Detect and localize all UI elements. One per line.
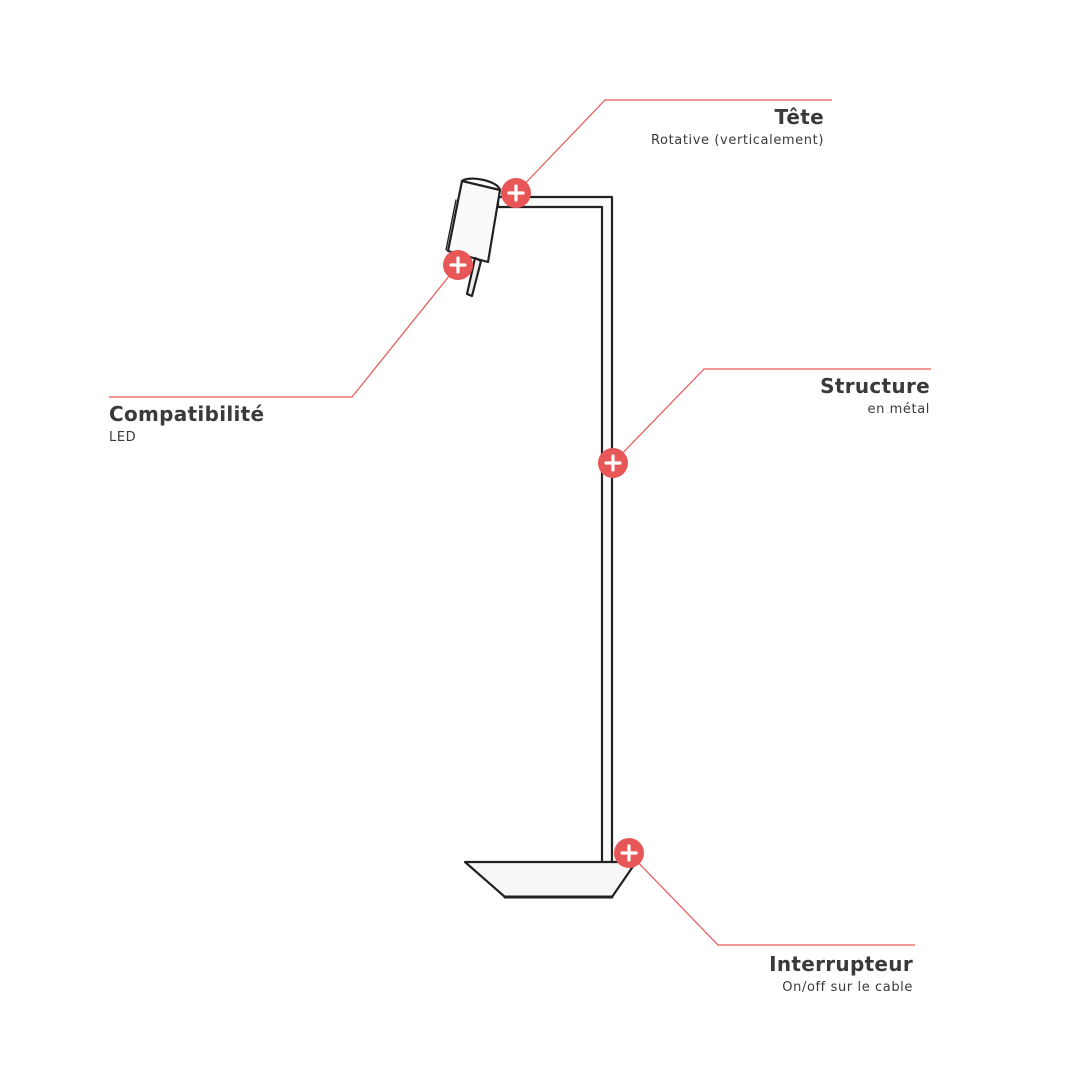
label-interrupteur: Interrupteur On/off sur le cable: [769, 952, 913, 995]
lamp-head-edge: [445, 199, 457, 251]
lamp-head: [446, 179, 502, 264]
hotspot-interrupteur[interactable]: [614, 838, 644, 868]
hotspot-structure[interactable]: [598, 448, 628, 478]
callout-line-interrupteur: [628, 852, 915, 946]
floor-lamp-illustration: [445, 177, 638, 899]
callout-line-structure: [612, 368, 931, 464]
plus-icon: [620, 844, 638, 862]
label-structure: Structure en métal: [820, 374, 930, 417]
label-interrupteur-subtitle: On/off sur le cable: [782, 980, 913, 995]
lamp-arm: [496, 195, 614, 870]
hotspot-compatibilite[interactable]: [443, 250, 473, 280]
label-compatibilite-title: Compatibilité: [109, 402, 265, 426]
callout-line-compatibilite: [109, 264, 459, 398]
callout-lines: [109, 99, 931, 946]
plus-icon: [507, 184, 525, 202]
plus-icon: [449, 256, 467, 274]
label-tete-title: Tête: [774, 105, 824, 129]
lamp-bulb: [465, 256, 483, 298]
callout-line-tete: [515, 99, 832, 194]
lamp-head-rim: [460, 177, 502, 192]
label-structure-subtitle: en métal: [867, 402, 930, 417]
hotspot-tete[interactable]: [501, 178, 531, 208]
label-compatibilite: Compatibilité LED: [109, 402, 264, 445]
lamp-base: [463, 860, 638, 899]
label-tete-subtitle: Rotative (verticalement): [650, 133, 824, 148]
label-interrupteur-title: Interrupteur: [769, 952, 913, 976]
label-compatibilite-subtitle: LED: [109, 430, 137, 445]
plus-icon: [604, 454, 622, 472]
label-tete: Tête Rotative (verticalement): [651, 105, 824, 148]
label-structure-title: Structure: [820, 374, 930, 398]
